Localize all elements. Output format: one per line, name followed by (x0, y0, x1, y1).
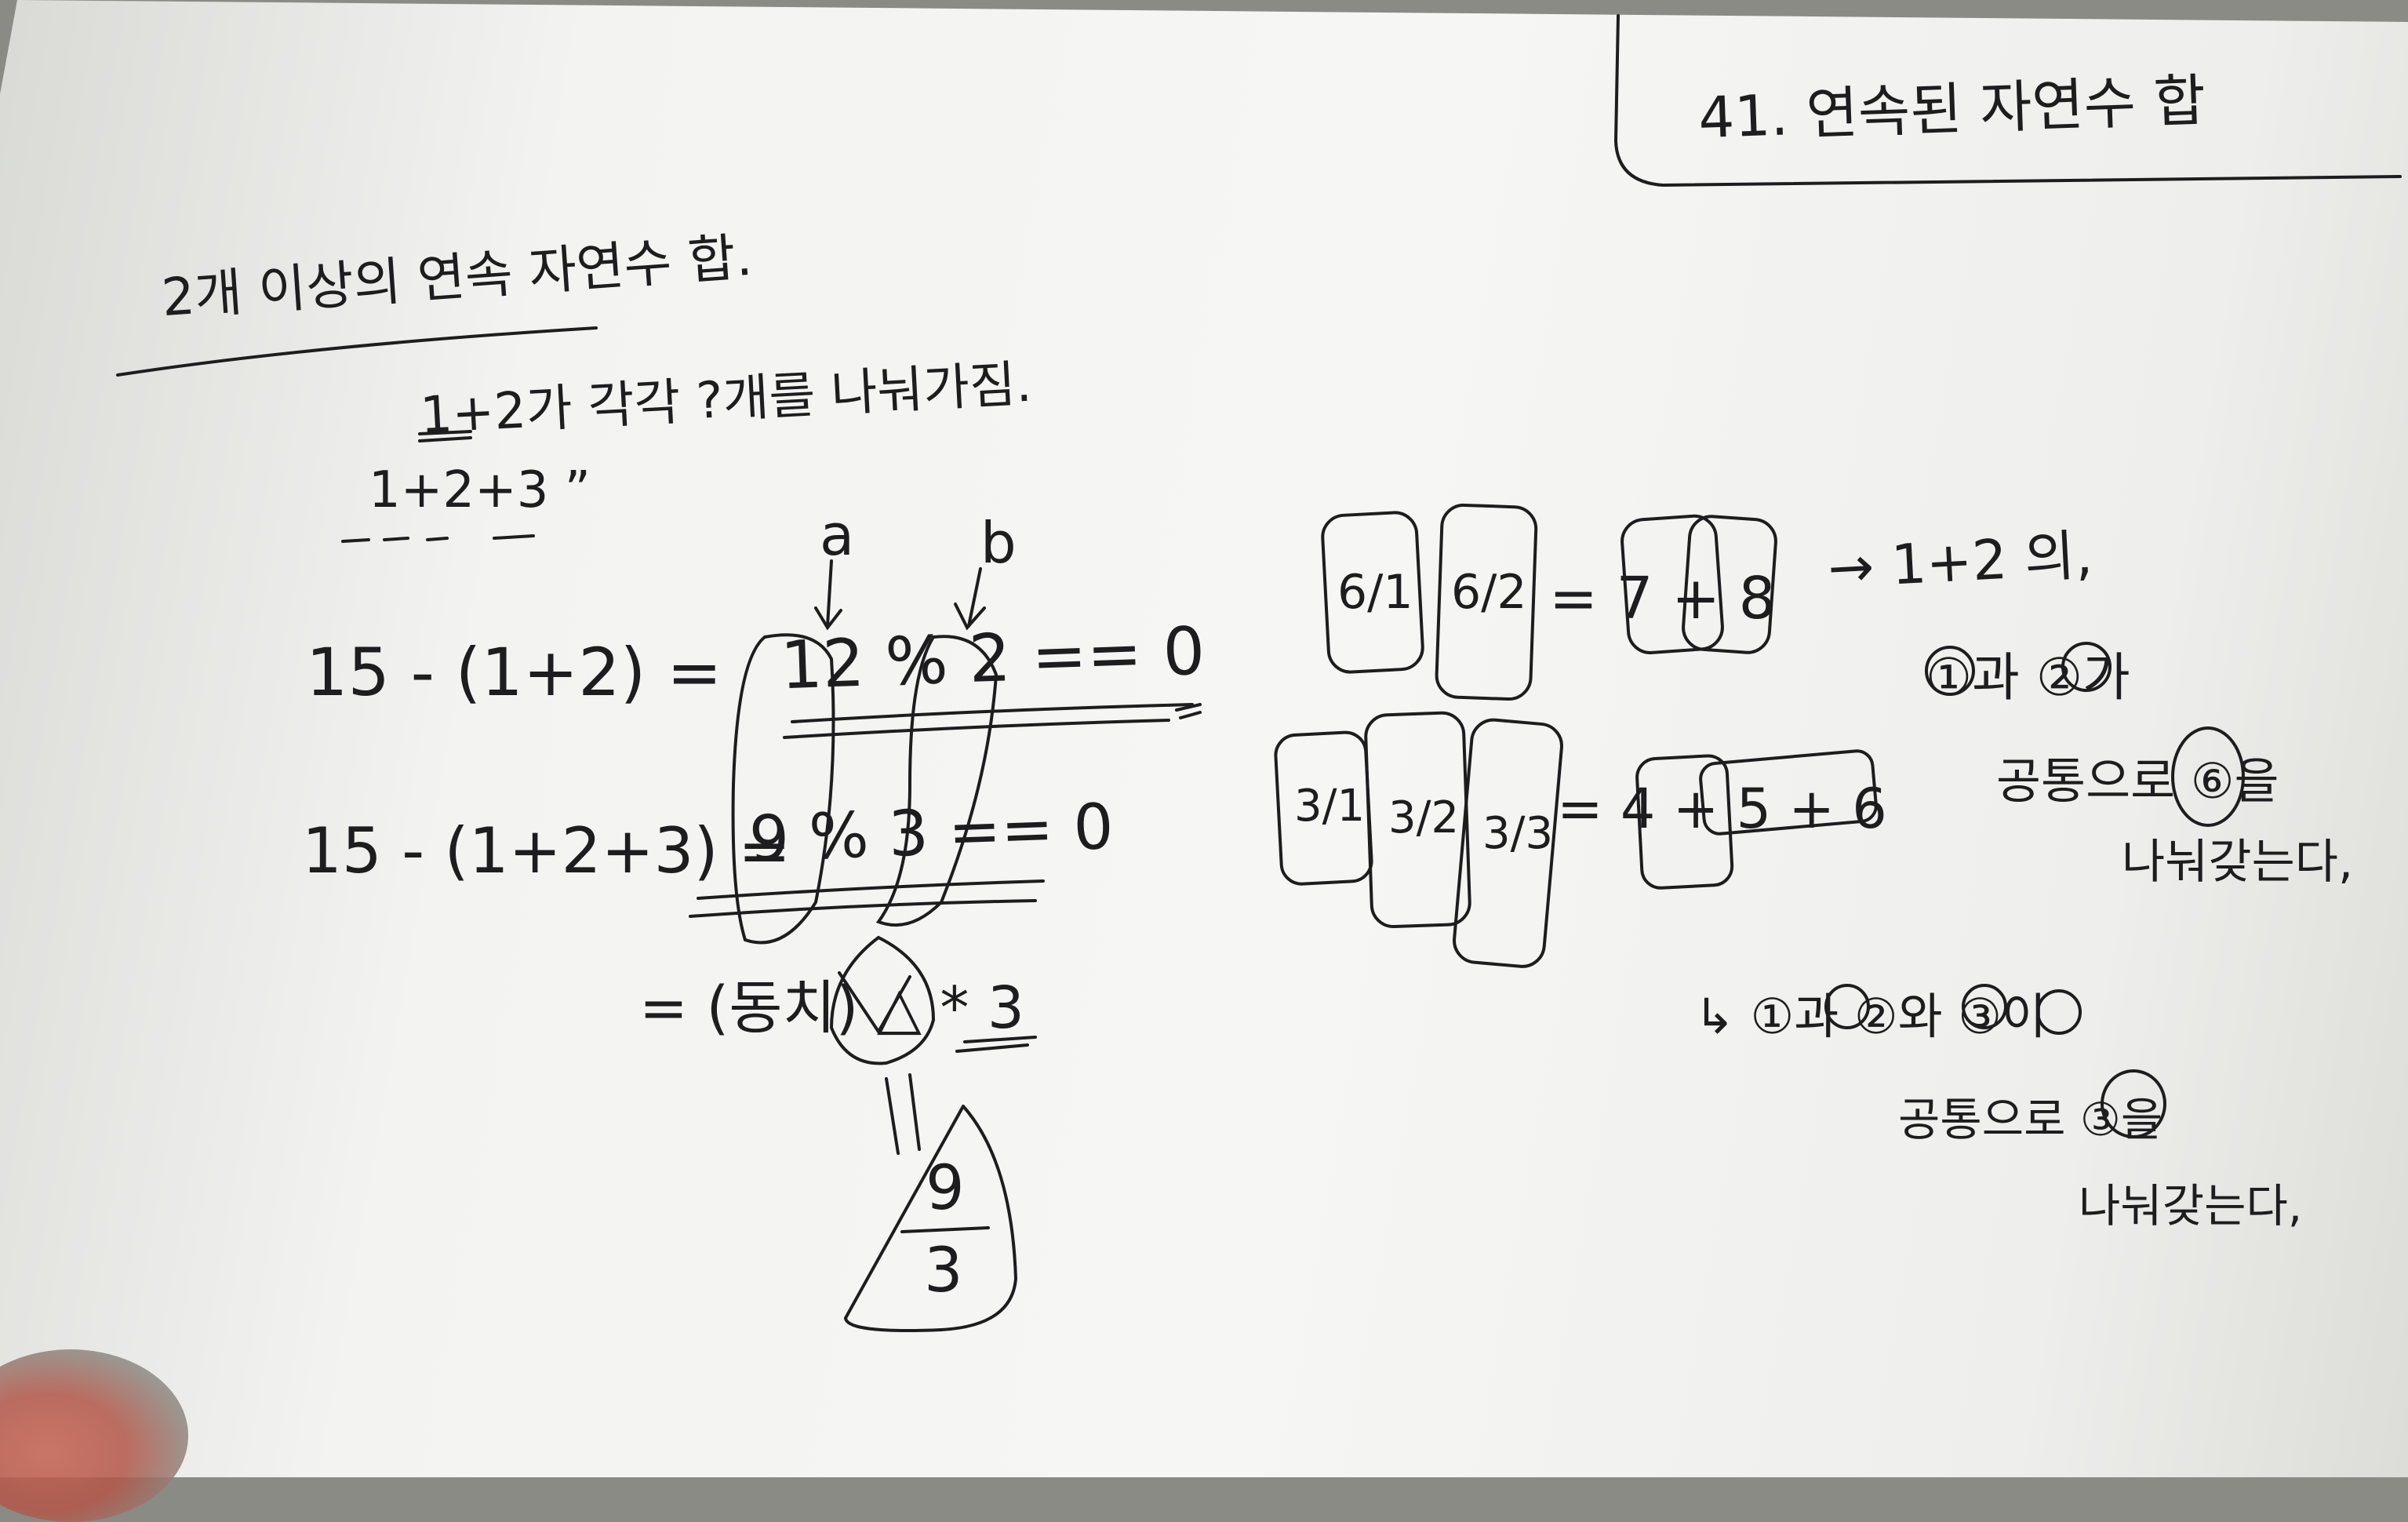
row-1-sum: = 7 + 8 (1549, 565, 1776, 632)
equation-1-right: 12 % 2 == 0 (779, 612, 1206, 705)
header-box-outline (1613, 14, 2402, 188)
triangle-box (829, 936, 936, 1065)
equation-3: = (동치) △ * 3 (639, 974, 1024, 1042)
fraction-cone (843, 1105, 1018, 1332)
row-1-note: → 1+2 의, (1826, 523, 2094, 601)
row-2-note-2: 공통으로 ③을 (1898, 1093, 2163, 1146)
paper-sheet (0, 0, 2408, 1477)
fraction-numerator: 9 (926, 1153, 965, 1224)
card-3-over-1: 3/1 (1294, 781, 1366, 832)
arrow-a (814, 559, 842, 631)
row-1-note-2: ①과 ②가 (1926, 647, 2130, 708)
label-b: b (980, 510, 1017, 576)
equation-1-left: 15 - (1+2) = (306, 634, 722, 711)
equation-2-right: 9 % 3 == 0 (747, 789, 1115, 876)
heading-underline (116, 326, 598, 377)
arrow-b (954, 567, 986, 631)
fraction-denominator: 3 (924, 1236, 963, 1306)
row-1-note-3: 공통으로 ⑥을 (1996, 752, 2279, 810)
grouping-box-1 (731, 633, 835, 945)
label-a: a (820, 502, 855, 568)
row-2-note: ↳ ①과 ②와 ③이 (1694, 988, 2046, 1045)
pen-strokes (116, 14, 2402, 1332)
row-2-note-3: 나눠갖는다, (2079, 1179, 2303, 1233)
card-6-over-1: 6/1 (1337, 565, 1413, 620)
equation-2-left: 15 - (1+2+3) = (302, 814, 791, 887)
card-6-over-2: 6/2 (1451, 565, 1527, 620)
card-3-over-3: 3/3 (1482, 808, 1554, 859)
row-2-sum: = 4 + 5 + 6 (1557, 777, 1887, 841)
card-3-over-2: 3/2 (1388, 792, 1460, 843)
line-1-plus-2-plus-3: 1+2+3 ” (369, 461, 591, 519)
row-1-note-4: 나눠갖는다, (2122, 835, 2354, 890)
grouping-box-2 (875, 635, 998, 927)
